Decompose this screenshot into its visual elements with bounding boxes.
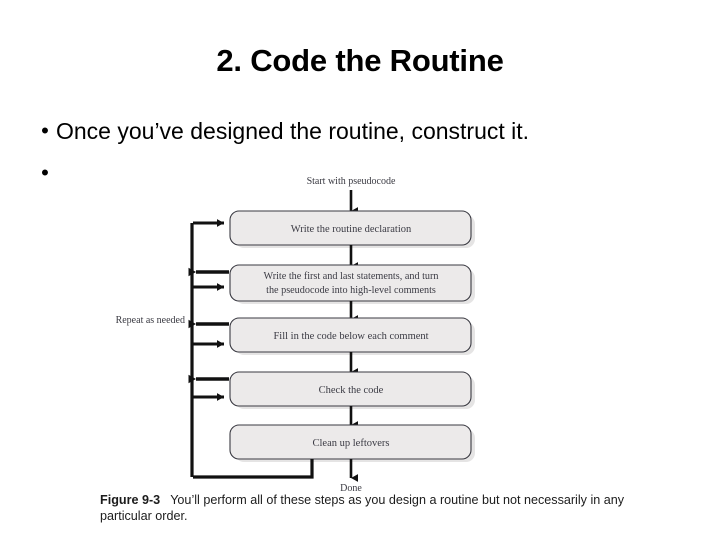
step-label: Clean up leftovers xyxy=(313,438,390,449)
step-box xyxy=(229,317,472,353)
bullet-text: Once you’ve designed the routine, constr… xyxy=(56,118,530,144)
bullet-list: • Once you’ve designed the routine, cons… xyxy=(34,116,694,200)
list-item: • xyxy=(34,158,694,188)
bullet-dot-icon: • xyxy=(41,118,49,143)
step-shadow xyxy=(235,429,475,462)
step-box xyxy=(229,210,472,246)
flowchart-step-fill-in-code: Fill in the code below each comment xyxy=(229,317,475,355)
step-box xyxy=(229,371,472,407)
flowchart-step-write-routine-declaration: Write the routine declaration xyxy=(229,210,475,248)
figure-caption-number: Figure 9-3 xyxy=(100,493,161,507)
step-shadow xyxy=(235,376,475,409)
step-shadow xyxy=(235,215,475,248)
step-label-line1: Write the first and last statements, and… xyxy=(264,271,439,282)
flowchart-step-check-the-code: Check the code xyxy=(229,371,475,409)
flowchart-step-write-first-last-statements: Write the first and last statements, and… xyxy=(229,264,475,304)
step-shadow xyxy=(235,322,475,355)
step-label-line2: the pseudocode into high-level comments xyxy=(266,285,436,296)
bullet-dot-icon: • xyxy=(41,160,49,185)
flowchart-step-clean-up-leftovers: Clean up leftovers xyxy=(229,424,475,462)
step-label: Write the routine declaration xyxy=(291,224,412,235)
page-title: 2. Code the Routine xyxy=(216,43,504,78)
step-label: Check the code xyxy=(319,385,384,396)
flowchart-loop-label: Repeat as needed xyxy=(116,315,185,326)
figure-caption-text: You’ll perform all of these steps as you… xyxy=(100,493,625,523)
step-label: Fill in the code below each comment xyxy=(273,331,428,342)
step-box xyxy=(229,264,472,302)
step-shadow xyxy=(235,269,475,304)
list-item: • Once you’ve designed the routine, cons… xyxy=(34,116,694,146)
step-box xyxy=(229,424,472,460)
arrow-loop-back-bottom xyxy=(193,459,314,479)
